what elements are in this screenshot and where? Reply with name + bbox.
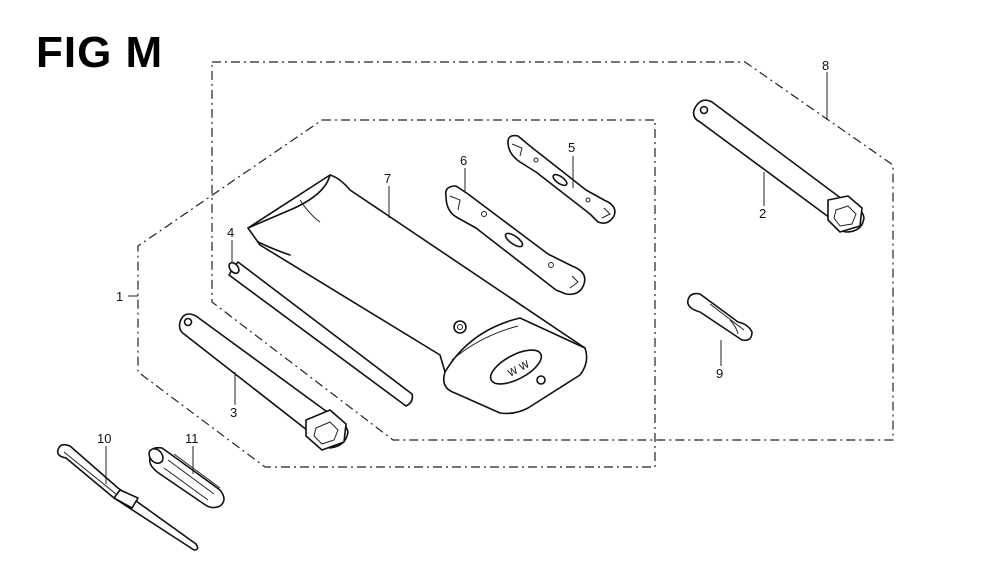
bag-emblem-icon (489, 349, 543, 385)
screwdriver-grip (686, 292, 753, 342)
inner-group-boundary (137, 119, 656, 468)
callout-8: 8 (822, 58, 829, 73)
callout-2: 2 (759, 206, 766, 221)
bag-snap-icon (453, 320, 467, 334)
callout-1: 1 (116, 289, 123, 304)
callout-6: 6 (460, 153, 467, 168)
callout-4: 4 (227, 225, 234, 240)
tool-bag: W W (247, 174, 588, 415)
wrench-large (444, 185, 586, 296)
callout-9: 9 (716, 366, 723, 381)
callout-5: 5 (568, 140, 575, 155)
screwdriver-blade (56, 443, 199, 551)
bar (228, 261, 414, 407)
callout-3: 3 (230, 405, 237, 420)
outer-group-boundary (211, 61, 894, 441)
figure-title: FIG M (36, 28, 164, 77)
callout-7: 7 (384, 171, 391, 186)
callout-11: 11 (185, 431, 199, 446)
callout-10: 10 (97, 431, 111, 446)
wrench-small (507, 134, 616, 224)
leader-lines (105, 72, 828, 484)
socket-wrench (692, 99, 865, 233)
box-wrench (178, 313, 349, 451)
screwdriver-handle (148, 446, 225, 509)
